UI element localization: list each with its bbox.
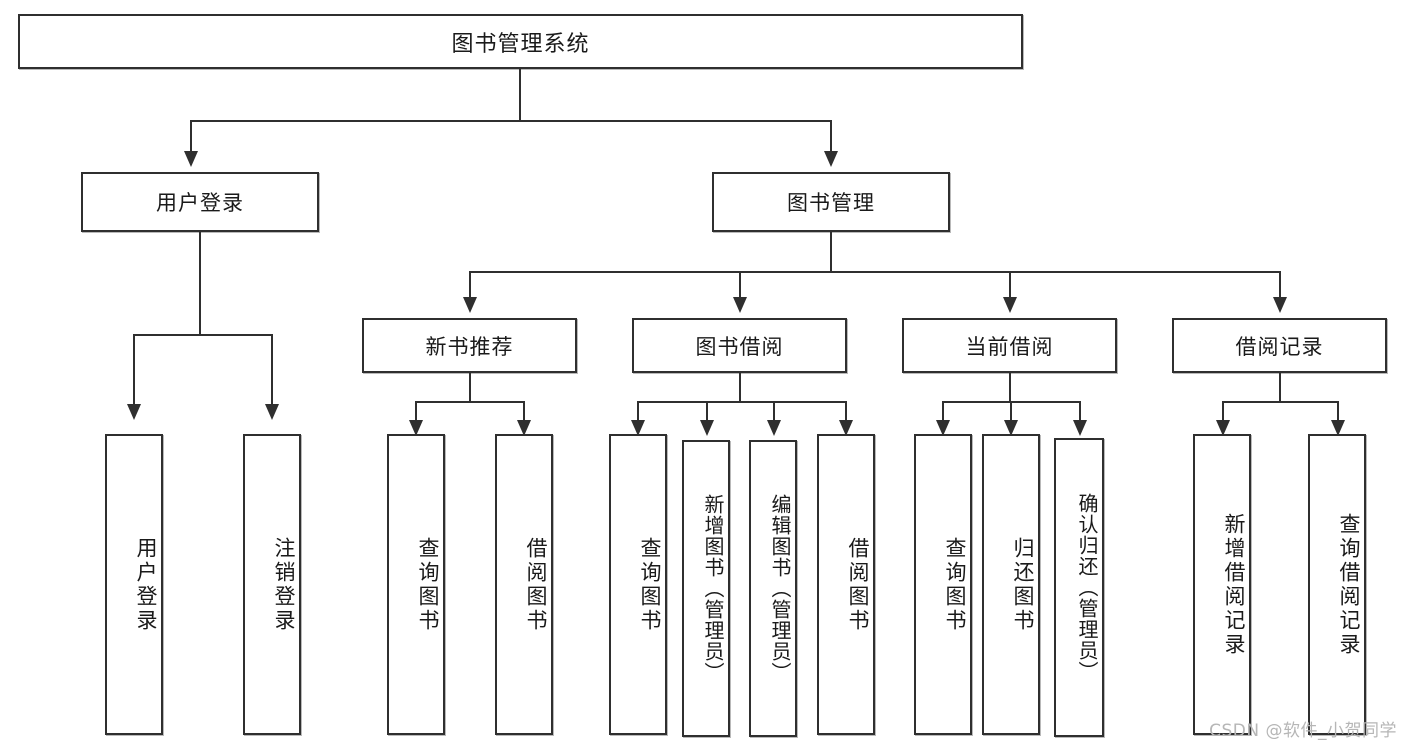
- connector-leaf-edit-book: [773, 401, 775, 424]
- node-leaf-query-record[interactable]: 查询借阅记录: [1308, 434, 1366, 735]
- node-leaf-user-login[interactable]: 用户登录: [105, 434, 163, 735]
- node-leaf-borrow-book-1[interactable]: 借阅图书: [495, 434, 553, 735]
- connector-leaf-logout: [271, 334, 273, 407]
- connector-new-book-rec-bus: [415, 401, 525, 403]
- connector-borrow-record-stem: [1279, 373, 1281, 402]
- node-book-borrow-label: 图书借阅: [695, 334, 784, 359]
- watermark: CSDN @软件_小贺同学: [1209, 721, 1397, 741]
- node-leaf-borrow-book-2[interactable]: 借阅图书: [817, 434, 875, 735]
- arrowhead-leaf-user-login: [127, 404, 141, 420]
- node-leaf-user-login-label: 用户登录: [134, 536, 158, 633]
- connector-leaf-borrow-book-2: [845, 401, 847, 424]
- node-user-login-label: 用户登录: [156, 191, 244, 215]
- arrowhead-leaf-borrow-book-1: [517, 420, 531, 436]
- node-leaf-confirm-return[interactable]: 确认归还（管理员）: [1054, 438, 1104, 737]
- connector-new-book-rec-stem: [469, 373, 471, 402]
- node-leaf-edit-book-label: 编辑图书（管理员）: [768, 494, 792, 683]
- connector-leaf-add-record: [1222, 401, 1224, 424]
- node-leaf-return-book[interactable]: 归还图书: [982, 434, 1040, 735]
- connector-root-stem: [519, 69, 521, 121]
- connector-leaf-query-record: [1337, 401, 1339, 424]
- node-leaf-add-record[interactable]: 新增借阅记录: [1193, 434, 1251, 735]
- arrowhead-leaf-add-book: [700, 420, 714, 436]
- node-leaf-return-book-label: 归还图书: [1011, 536, 1035, 633]
- node-leaf-query-book-3-label: 查询图书: [943, 536, 967, 633]
- connector-leaf-borrow-book-1: [523, 401, 525, 424]
- arrowhead-book-borrow: [733, 297, 747, 313]
- node-book-manage[interactable]: 图书管理: [712, 172, 950, 232]
- connector-leaf-add-book: [706, 401, 708, 424]
- connector-current-borrow-stem: [1009, 373, 1011, 402]
- node-leaf-borrow-book-1-label: 借阅图书: [524, 536, 548, 633]
- connector-user-login-stem: [199, 232, 201, 335]
- connector-to-book-manage: [830, 120, 832, 155]
- arrowhead-leaf-add-record: [1216, 420, 1230, 436]
- node-leaf-add-book-label: 新增图书（管理员）: [701, 494, 725, 683]
- arrowhead-leaf-query-book-1: [409, 420, 423, 436]
- arrowhead-leaf-logout: [265, 404, 279, 420]
- node-new-book-rec-label: 新书推荐: [425, 334, 514, 359]
- connector-to-user-login: [190, 120, 192, 155]
- connector-user-login-bus: [133, 334, 272, 336]
- connector-book-borrow-stem: [739, 373, 741, 402]
- connector-leaf-query-book-1: [415, 401, 417, 424]
- node-leaf-add-book[interactable]: 新增图书（管理员）: [682, 440, 730, 737]
- connector-to-current-borrow: [1009, 271, 1011, 301]
- connector-borrow-record-bus: [1222, 401, 1339, 403]
- arrowhead-new-book-rec: [463, 297, 477, 313]
- connector-to-book-borrow: [739, 271, 741, 301]
- arrowhead-borrow-record: [1273, 297, 1287, 313]
- node-current-borrow[interactable]: 当前借阅: [902, 318, 1117, 373]
- node-leaf-query-book-3[interactable]: 查询图书: [914, 434, 972, 735]
- arrowhead-leaf-query-record: [1331, 420, 1345, 436]
- node-current-borrow-label: 当前借阅: [965, 334, 1054, 359]
- node-leaf-logout-label: 注销登录: [272, 536, 296, 633]
- connector-leaf-user-login: [133, 334, 135, 407]
- node-book-manage-label: 图书管理: [787, 191, 875, 215]
- node-leaf-edit-book[interactable]: 编辑图书（管理员）: [749, 440, 797, 737]
- connector-to-new-book-rec: [469, 271, 471, 301]
- node-leaf-query-book-1[interactable]: 查询图书: [387, 434, 445, 735]
- node-book-borrow[interactable]: 图书借阅: [632, 318, 847, 373]
- arrowhead-book-manage: [824, 151, 838, 167]
- node-new-book-rec[interactable]: 新书推荐: [362, 318, 577, 373]
- connector-book-manage-stem: [830, 232, 832, 272]
- connector-book-borrow-bus: [637, 401, 847, 403]
- arrowhead-leaf-return-book: [1004, 420, 1018, 436]
- node-root-label: 图书管理系统: [451, 31, 590, 57]
- node-leaf-query-book-2[interactable]: 查询图书: [609, 434, 667, 735]
- connector-level2-bus: [469, 271, 1280, 273]
- node-leaf-logout[interactable]: 注销登录: [243, 434, 301, 735]
- node-leaf-borrow-book-2-label: 借阅图书: [846, 536, 870, 633]
- connector-to-borrow-record: [1279, 271, 1281, 301]
- node-user-login[interactable]: 用户登录: [81, 172, 319, 232]
- connector-leaf-confirm-return: [1079, 401, 1081, 424]
- node-root[interactable]: 图书管理系统: [18, 14, 1023, 69]
- node-leaf-query-record-label: 查询借阅记录: [1337, 512, 1361, 657]
- connector-leaf-query-book-3: [942, 401, 944, 424]
- node-borrow-record[interactable]: 借阅记录: [1172, 318, 1387, 373]
- arrowhead-user-login: [184, 151, 198, 167]
- arrowhead-leaf-query-book-3: [936, 420, 950, 436]
- arrowhead-leaf-borrow-book-2: [839, 420, 853, 436]
- connector-root-bus: [190, 120, 831, 122]
- node-borrow-record-label: 借阅记录: [1235, 334, 1324, 359]
- arrowhead-leaf-edit-book: [767, 420, 781, 436]
- connector-leaf-return-book: [1010, 401, 1012, 424]
- node-leaf-add-record-label: 新增借阅记录: [1222, 512, 1246, 657]
- connector-leaf-query-book-2: [637, 401, 639, 424]
- arrowhead-current-borrow: [1003, 297, 1017, 313]
- arrowhead-leaf-confirm-return: [1073, 420, 1087, 436]
- arrowhead-leaf-query-book-2: [631, 420, 645, 436]
- node-leaf-query-book-1-label: 查询图书: [416, 536, 440, 633]
- node-leaf-confirm-return-label: 确认归还（管理员）: [1075, 493, 1099, 682]
- node-leaf-query-book-2-label: 查询图书: [638, 536, 662, 633]
